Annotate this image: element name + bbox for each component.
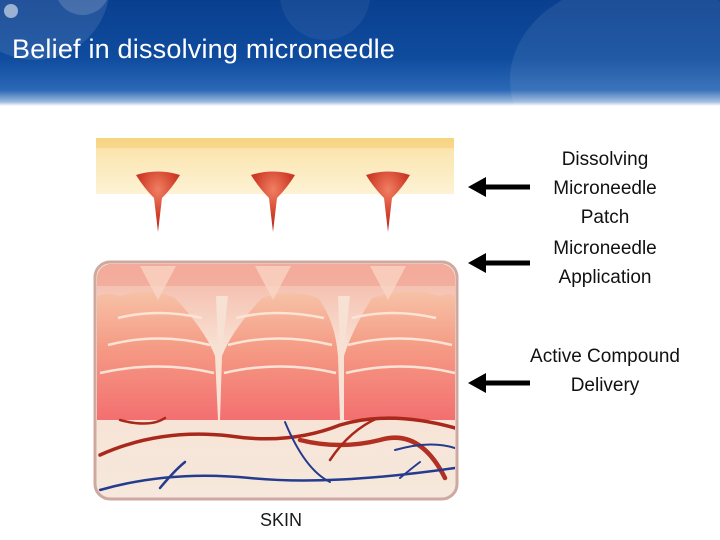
needle-track xyxy=(140,266,176,300)
needle-track xyxy=(370,266,406,300)
patch-top-edge xyxy=(96,138,454,148)
microneedle xyxy=(366,171,410,232)
title-bar: Belief in dissolving microneedle xyxy=(0,0,720,106)
needle-track xyxy=(338,296,350,378)
needle-track xyxy=(255,266,291,300)
microneedle-patch xyxy=(96,138,454,232)
needle-track xyxy=(216,296,228,378)
delivery-zone xyxy=(97,291,218,420)
blood-vessels xyxy=(98,416,455,492)
arrow-left-icon xyxy=(468,373,530,393)
microneedle xyxy=(136,171,180,232)
microneedle xyxy=(251,171,295,232)
arrow-left-icon xyxy=(468,253,530,273)
delivery-zone xyxy=(344,291,455,420)
delivery-zone xyxy=(220,293,340,420)
arrow-left-icon xyxy=(468,177,530,197)
slide-title: Belief in dissolving microneedle xyxy=(12,34,396,64)
decorative-bubble xyxy=(4,4,18,18)
decorative-bubble xyxy=(55,0,110,15)
label-active-compound-delivery: Active Compound Delivery xyxy=(530,346,680,396)
label-microneedle-application: Microneedle Application xyxy=(553,238,657,288)
diffusion-rings xyxy=(99,311,455,375)
skin-cross-section xyxy=(93,260,459,501)
label-dissolving-microneedle-patch: Dissolving Microneedle Patch xyxy=(553,149,657,228)
label-skin: SKIN xyxy=(259,510,302,530)
decorative-bubble xyxy=(510,0,720,106)
